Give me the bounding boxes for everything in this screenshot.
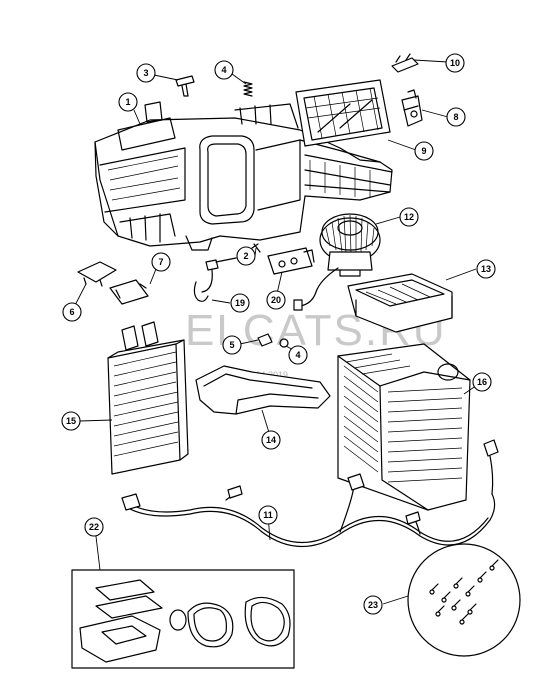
callout-2: 2 <box>236 246 256 266</box>
svg-text:9: 9 <box>421 146 426 156</box>
svg-text:4: 4 <box>295 350 300 360</box>
callout-22: 22 <box>84 517 104 537</box>
screw-kit <box>407 543 521 657</box>
callout-13: 13 <box>476 259 496 279</box>
svg-text:10: 10 <box>450 58 460 68</box>
svg-text:20: 20 <box>271 295 281 305</box>
callout-4-top: 4 <box>214 60 234 80</box>
hvac-housing <box>94 101 393 251</box>
actuator <box>401 89 423 127</box>
callout-12: 12 <box>399 207 419 227</box>
spring-top <box>243 81 253 97</box>
svg-text:6: 6 <box>69 307 74 317</box>
blower-motor <box>293 213 381 311</box>
callout-8: 8 <box>446 107 466 127</box>
callout-9: 9 <box>414 141 434 161</box>
blower-resistor <box>267 247 315 275</box>
svg-text:7: 7 <box>158 257 163 267</box>
filter-frame <box>295 79 391 147</box>
svg-text:3: 3 <box>143 68 148 78</box>
svg-text:14: 14 <box>266 435 276 445</box>
push-pin <box>175 75 195 97</box>
svg-text:13: 13 <box>481 264 491 274</box>
evaporator <box>337 343 471 511</box>
callout-23: 23 <box>363 595 383 615</box>
svg-text:11: 11 <box>263 510 273 520</box>
svg-text:5: 5 <box>229 340 234 350</box>
small-parts-5-4 <box>257 333 289 348</box>
filter-cover <box>347 273 453 333</box>
svg-text:22: 22 <box>89 522 99 532</box>
svg-text:15: 15 <box>66 416 76 426</box>
svg-text:12: 12 <box>404 212 414 222</box>
callout-7: 7 <box>151 252 171 272</box>
heater-core <box>107 321 189 475</box>
clip <box>391 53 419 73</box>
callout-4-lower: 4 <box>288 345 308 365</box>
callout-10: 10 <box>445 53 465 73</box>
sensor-6 <box>77 261 117 287</box>
svg-text:8: 8 <box>453 112 458 122</box>
callout-6: 6 <box>62 302 82 322</box>
callout-16: 16 <box>472 372 492 392</box>
callout-19: 19 <box>230 293 250 313</box>
seal-kit <box>71 569 295 669</box>
svg-text:16: 16 <box>477 377 487 387</box>
svg-text:2: 2 <box>243 251 248 261</box>
callout-20: 20 <box>266 290 286 310</box>
callout-11: 11 <box>258 505 278 525</box>
callout-14: 14 <box>261 430 281 450</box>
callout-1: 1 <box>118 92 138 112</box>
wire-connector-19 <box>193 257 237 302</box>
wiring-harness <box>121 439 499 548</box>
callout-3: 3 <box>136 63 156 83</box>
callout-5: 5 <box>222 335 242 355</box>
screw-21 <box>251 243 261 253</box>
svg-text:4: 4 <box>221 65 226 75</box>
air-duct <box>195 365 331 415</box>
svg-text:1: 1 <box>125 97 130 107</box>
svg-text:19: 19 <box>235 298 245 308</box>
actuator-7 <box>109 279 149 305</box>
svg-text:23: 23 <box>368 600 378 610</box>
callout-15: 15 <box>61 411 81 431</box>
